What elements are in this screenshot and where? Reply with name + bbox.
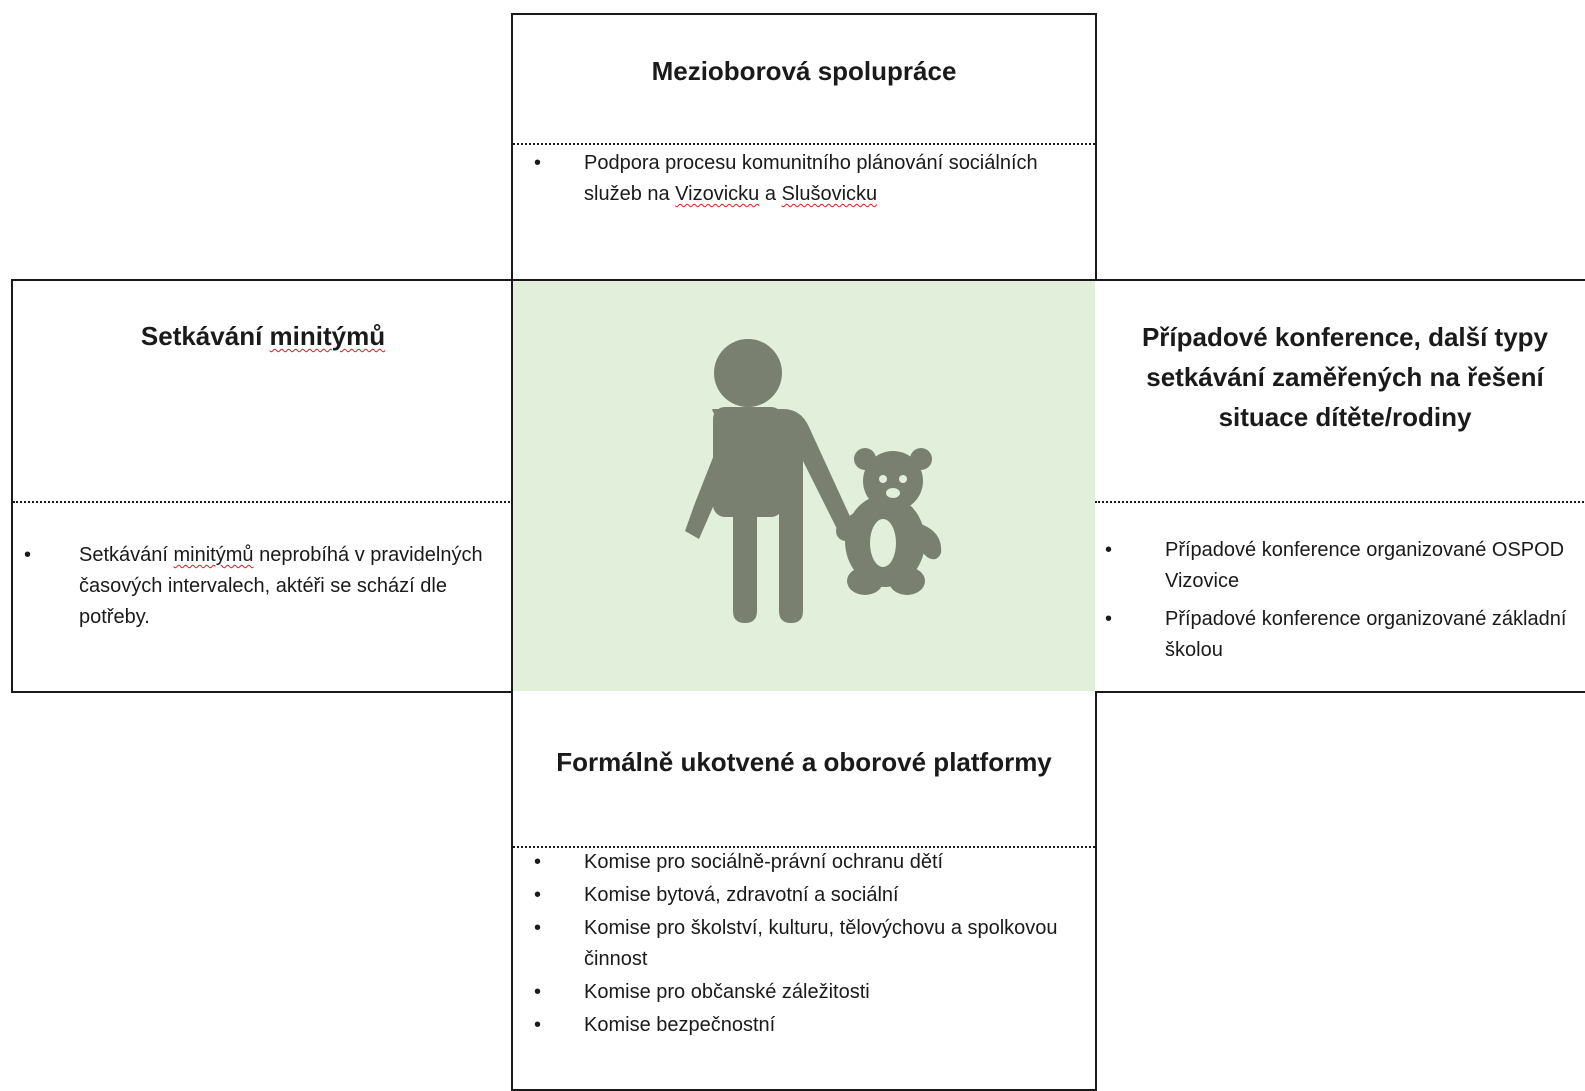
list-item: Případové konference organizované OSPOD … [1105,535,1575,597]
top-heading: Mezioborová spolupráce [651,56,957,86]
top-divider [513,143,1095,145]
misspelled-word: minitýmů [173,544,254,566]
list-item: Setkávání minitýmů neprobíhá v pravideln… [24,540,499,633]
top-quadrant: Mezioborová spolupráce Podpora procesu k… [511,13,1097,282]
list-item: Komise pro občanské záležitosti [534,977,1064,1008]
item-text: neprobíhá v pravidelných časových interv… [79,544,483,628]
item-text: Setkávání [79,544,174,566]
left-divider [13,501,513,503]
list-item: Komise bezpečnostní [534,1010,1064,1041]
misspelled-word: minitýmů [269,321,386,351]
right-list: Případové konference organizované OSPOD … [1105,535,1575,673]
left-heading: Setkávání minitýmů [13,316,513,356]
right-heading: Případové konference, další typy setkává… [1141,322,1549,432]
item-text: a [759,183,782,205]
bottom-quadrant: Formálně ukotvené a oborové platformy Ko… [511,691,1097,1091]
left-quadrant: Setkávání minitýmů Setkávání minitýmů ne… [11,279,513,693]
top-list: Podpora procesu komunitního plánování so… [534,148,1074,210]
parent-child-teddy-icon [685,339,942,623]
left-list: Setkávání minitýmů neprobíhá v pravideln… [24,540,499,633]
misspelled-word: Slušovicku [781,183,878,205]
heading-text: Setkávání [140,321,270,351]
center-panel [511,279,1097,693]
item-text: Podpora procesu komunitního plánování so… [584,152,1038,205]
right-divider [1095,501,1585,503]
misspelled-word: Vizovicku [675,183,760,205]
right-quadrant: Případové konference, další typy setkává… [1095,279,1585,693]
list-item: Komise bytová, zdravotní a sociální [534,880,1064,911]
list-item: Podpora procesu komunitního plánování so… [534,148,1074,210]
list-item: Komise pro školství, kulturu, tělovýchov… [534,913,1064,975]
list-item: Komise pro sociálně-právní ochranu dětí [534,847,1064,878]
bottom-heading: Formálně ukotvené a oborové platformy [556,747,1052,777]
list-item: Případové konference organizované základ… [1105,604,1575,666]
bottom-list: Komise pro sociálně-právní ochranu dětí … [534,847,1064,1043]
